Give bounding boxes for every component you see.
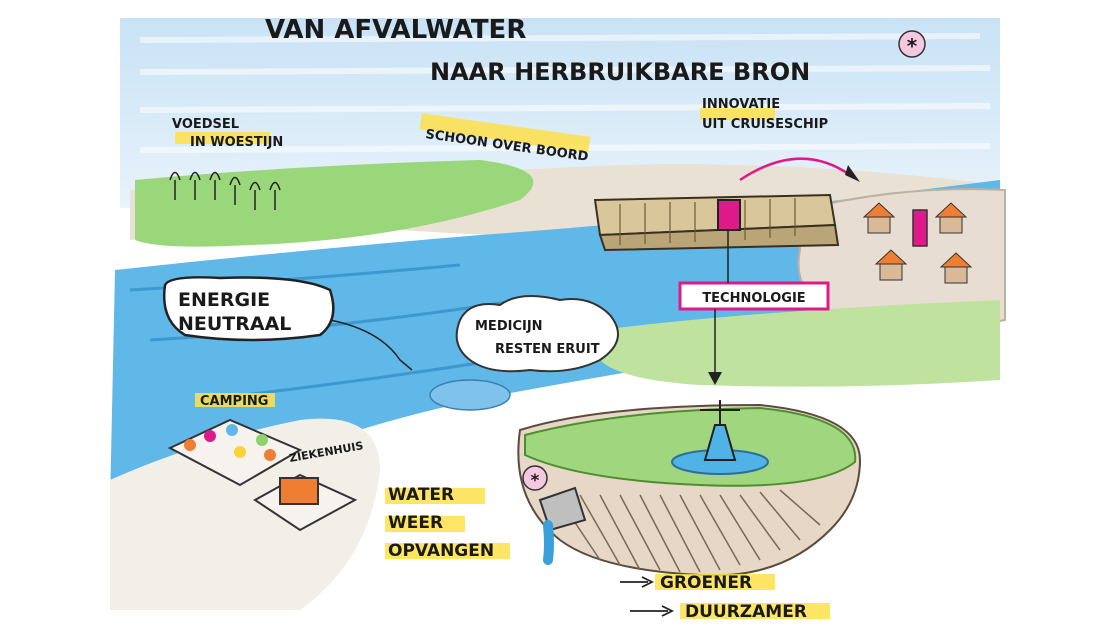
label-medicijn-1: MEDICIJN (475, 319, 543, 334)
label-innovatie-1: INNOVATIE (702, 97, 780, 112)
label-water-3: OPVANGEN (388, 541, 494, 561)
green-field (135, 160, 534, 247)
outcome-arrows (620, 576, 675, 617)
trees-icon (169, 171, 281, 210)
innovation-arrow (739, 157, 851, 182)
title-line2: NAAR HERBRUIKBARE BRON (430, 58, 810, 86)
label-camping: CAMPING (200, 394, 268, 409)
title-line1: VAN AFVALWATER (265, 15, 526, 45)
mid-bank (600, 300, 1000, 387)
label-voedsel-1: VOEDSEL (172, 117, 239, 132)
village-houses (862, 202, 973, 284)
label-groener: GROENER (660, 573, 752, 593)
technology-box (678, 281, 830, 311)
outlet-pipe-icon (538, 486, 587, 565)
cruise-ship (593, 193, 840, 252)
puddle (429, 379, 511, 411)
tech-tower-icon (912, 209, 928, 247)
label-technologie: TECHNOLOGIE (702, 291, 805, 306)
label-voedsel-2: IN WOESTIJN (190, 135, 283, 150)
highlights (175, 108, 830, 619)
label-medicijn-2: RESTEN ERUIT (495, 342, 600, 357)
island-hatching (559, 489, 821, 573)
label-energie-1: ENERGIE (178, 289, 270, 311)
title-asterisk: * (907, 34, 918, 58)
label-water-1: WATER (388, 485, 454, 505)
camping-field (167, 418, 303, 487)
fountain-icon (700, 400, 740, 461)
marker-star: * (522, 465, 548, 491)
hospital-building (253, 473, 358, 532)
marker-asterisk: * (531, 471, 540, 491)
medicine-cloud (455, 295, 619, 373)
label-water-2: WEER (388, 513, 443, 533)
lower-shore (110, 418, 380, 610)
energy-bubble (162, 276, 335, 342)
asterisk-badge (898, 30, 926, 58)
label-duurzamer: DUURZAMER (685, 602, 807, 622)
label-energie-2: NEUTRAAL (178, 313, 291, 335)
label-innovatie-2: UIT CRUISESCHIP (702, 117, 828, 132)
